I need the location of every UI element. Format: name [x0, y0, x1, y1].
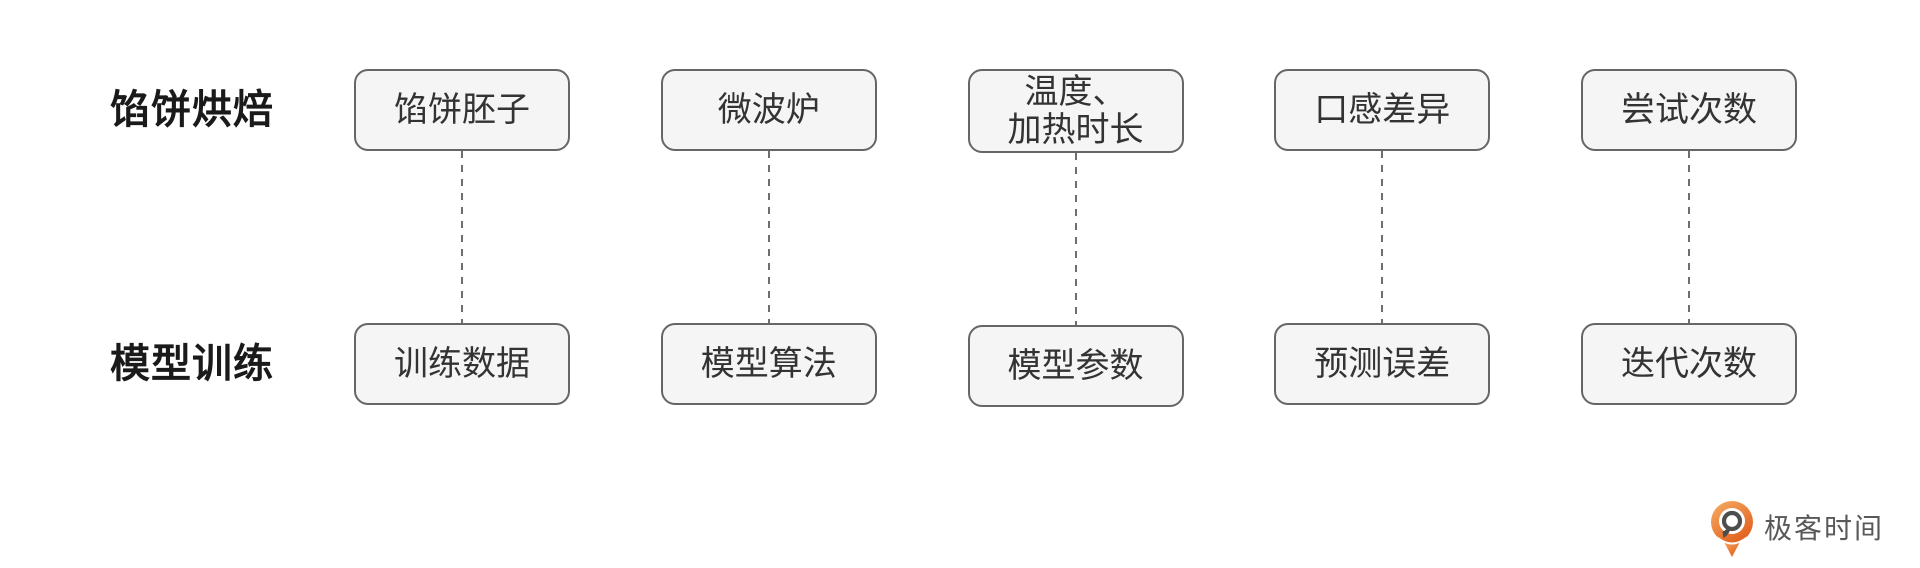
- baking-concept-box: 口感差异: [1274, 69, 1491, 151]
- training-concept-box: 迭代次数: [1581, 323, 1797, 405]
- analogy-columns: 馅饼胚子 训练数据 微波炉 模型算法 温度、 加热时长 模型参数: [354, 69, 1797, 407]
- training-concept-box: 模型算法: [660, 323, 877, 405]
- box-label: 迭代次数: [1621, 345, 1757, 383]
- box-label: 尝试次数: [1621, 91, 1757, 129]
- box-label: 温度、 加热时长: [1007, 73, 1144, 149]
- baking-concept-box: 微波炉: [660, 69, 877, 151]
- geektime-logo-icon: [1711, 500, 1753, 557]
- dashed-connector: [767, 151, 770, 323]
- dashed-connector: [1688, 151, 1690, 323]
- box-label: 训练数据: [394, 345, 530, 383]
- analogy-column-3: 温度、 加热时长 模型参数: [967, 69, 1184, 407]
- analogy-column-1: 馅饼胚子 训练数据: [354, 69, 570, 407]
- row-label-pie-baking: 馅饼烘焙: [110, 88, 274, 132]
- training-concept-box: 训练数据: [354, 323, 570, 405]
- dashed-connector: [1074, 153, 1077, 325]
- box-label: 模型算法: [700, 345, 837, 383]
- dashed-connector: [1381, 151, 1384, 323]
- baking-concept-box: 尝试次数: [1581, 69, 1797, 151]
- dashed-connector: [461, 151, 463, 323]
- box-label: 预测误差: [1314, 345, 1451, 383]
- analogy-column-4: 口感差异 预测误差: [1274, 69, 1491, 407]
- analogy-column-5: 尝试次数 迭代次数: [1581, 69, 1797, 407]
- geektime-logo-text: 极客时间: [1764, 513, 1885, 544]
- geektime-logo: 极客时间: [1710, 500, 1884, 558]
- baking-concept-box: 温度、 加热时长: [967, 69, 1184, 153]
- box-label: 模型参数: [1007, 347, 1144, 385]
- row-label-model-training: 模型训练: [110, 342, 274, 386]
- training-concept-box: 预测误差: [1274, 323, 1491, 405]
- baking-concept-box: 馅饼胚子: [354, 69, 570, 151]
- analogy-column-2: 微波炉 模型算法: [660, 69, 877, 407]
- box-label: 口感差异: [1314, 91, 1451, 129]
- training-concept-box: 模型参数: [967, 325, 1184, 407]
- box-label: 馅饼胚子: [394, 91, 530, 129]
- box-label: 微波炉: [717, 91, 820, 129]
